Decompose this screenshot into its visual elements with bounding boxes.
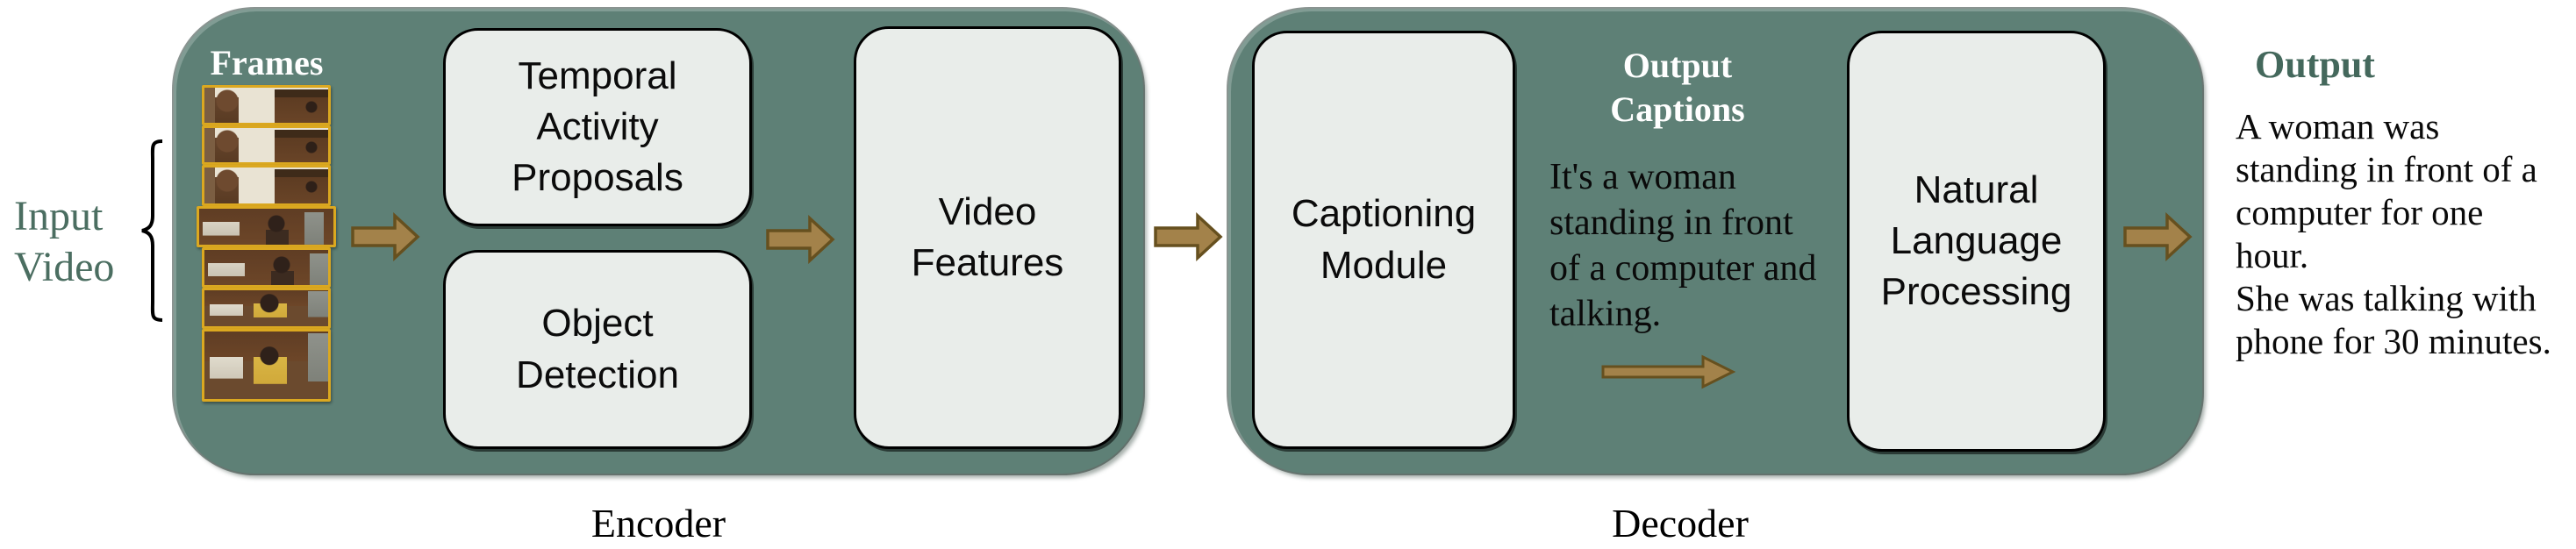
video-frame-thumbnail — [202, 125, 331, 165]
long-arrow-right-icon — [1601, 354, 1736, 389]
arrow-right-icon — [2123, 212, 2193, 261]
video-frame-thumbnail — [202, 165, 331, 206]
video-frame-thumbnail — [197, 206, 336, 247]
output-text: A woman was standing in front of a compu… — [2236, 106, 2551, 361]
video-frame-thumbnail — [202, 85, 331, 125]
arrow-right-icon — [766, 215, 835, 264]
captioning-module-box: Captioning Module — [1252, 31, 1515, 449]
decoder-label: Decoder — [1612, 501, 1749, 545]
output-captions-heading: Output Captions — [1610, 46, 1745, 129]
output-captions-text: It's a woman standing in front of a comp… — [1549, 157, 1817, 334]
video-frame-thumbnail — [202, 288, 331, 329]
encoder-label: Encoder — [590, 501, 726, 545]
arrow-right-icon — [1154, 212, 1223, 261]
video-frame-thumbnail — [202, 247, 331, 288]
output-heading: Output — [2255, 43, 2375, 86]
object-detection-box: Object Detection — [443, 250, 752, 449]
natural-language-processing-box: Natural Language Processing — [1847, 31, 2106, 452]
input-video-label: Input Video — [14, 193, 115, 290]
left-brace-icon — [141, 139, 163, 322]
arrow-right-icon — [351, 212, 420, 261]
temporal-activity-proposals-box: Temporal Activity Proposals — [443, 28, 752, 226]
video-features-box: Video Features — [854, 26, 1121, 449]
frames-label: Frames — [210, 43, 324, 82]
video-frame-thumbnail — [202, 329, 331, 402]
